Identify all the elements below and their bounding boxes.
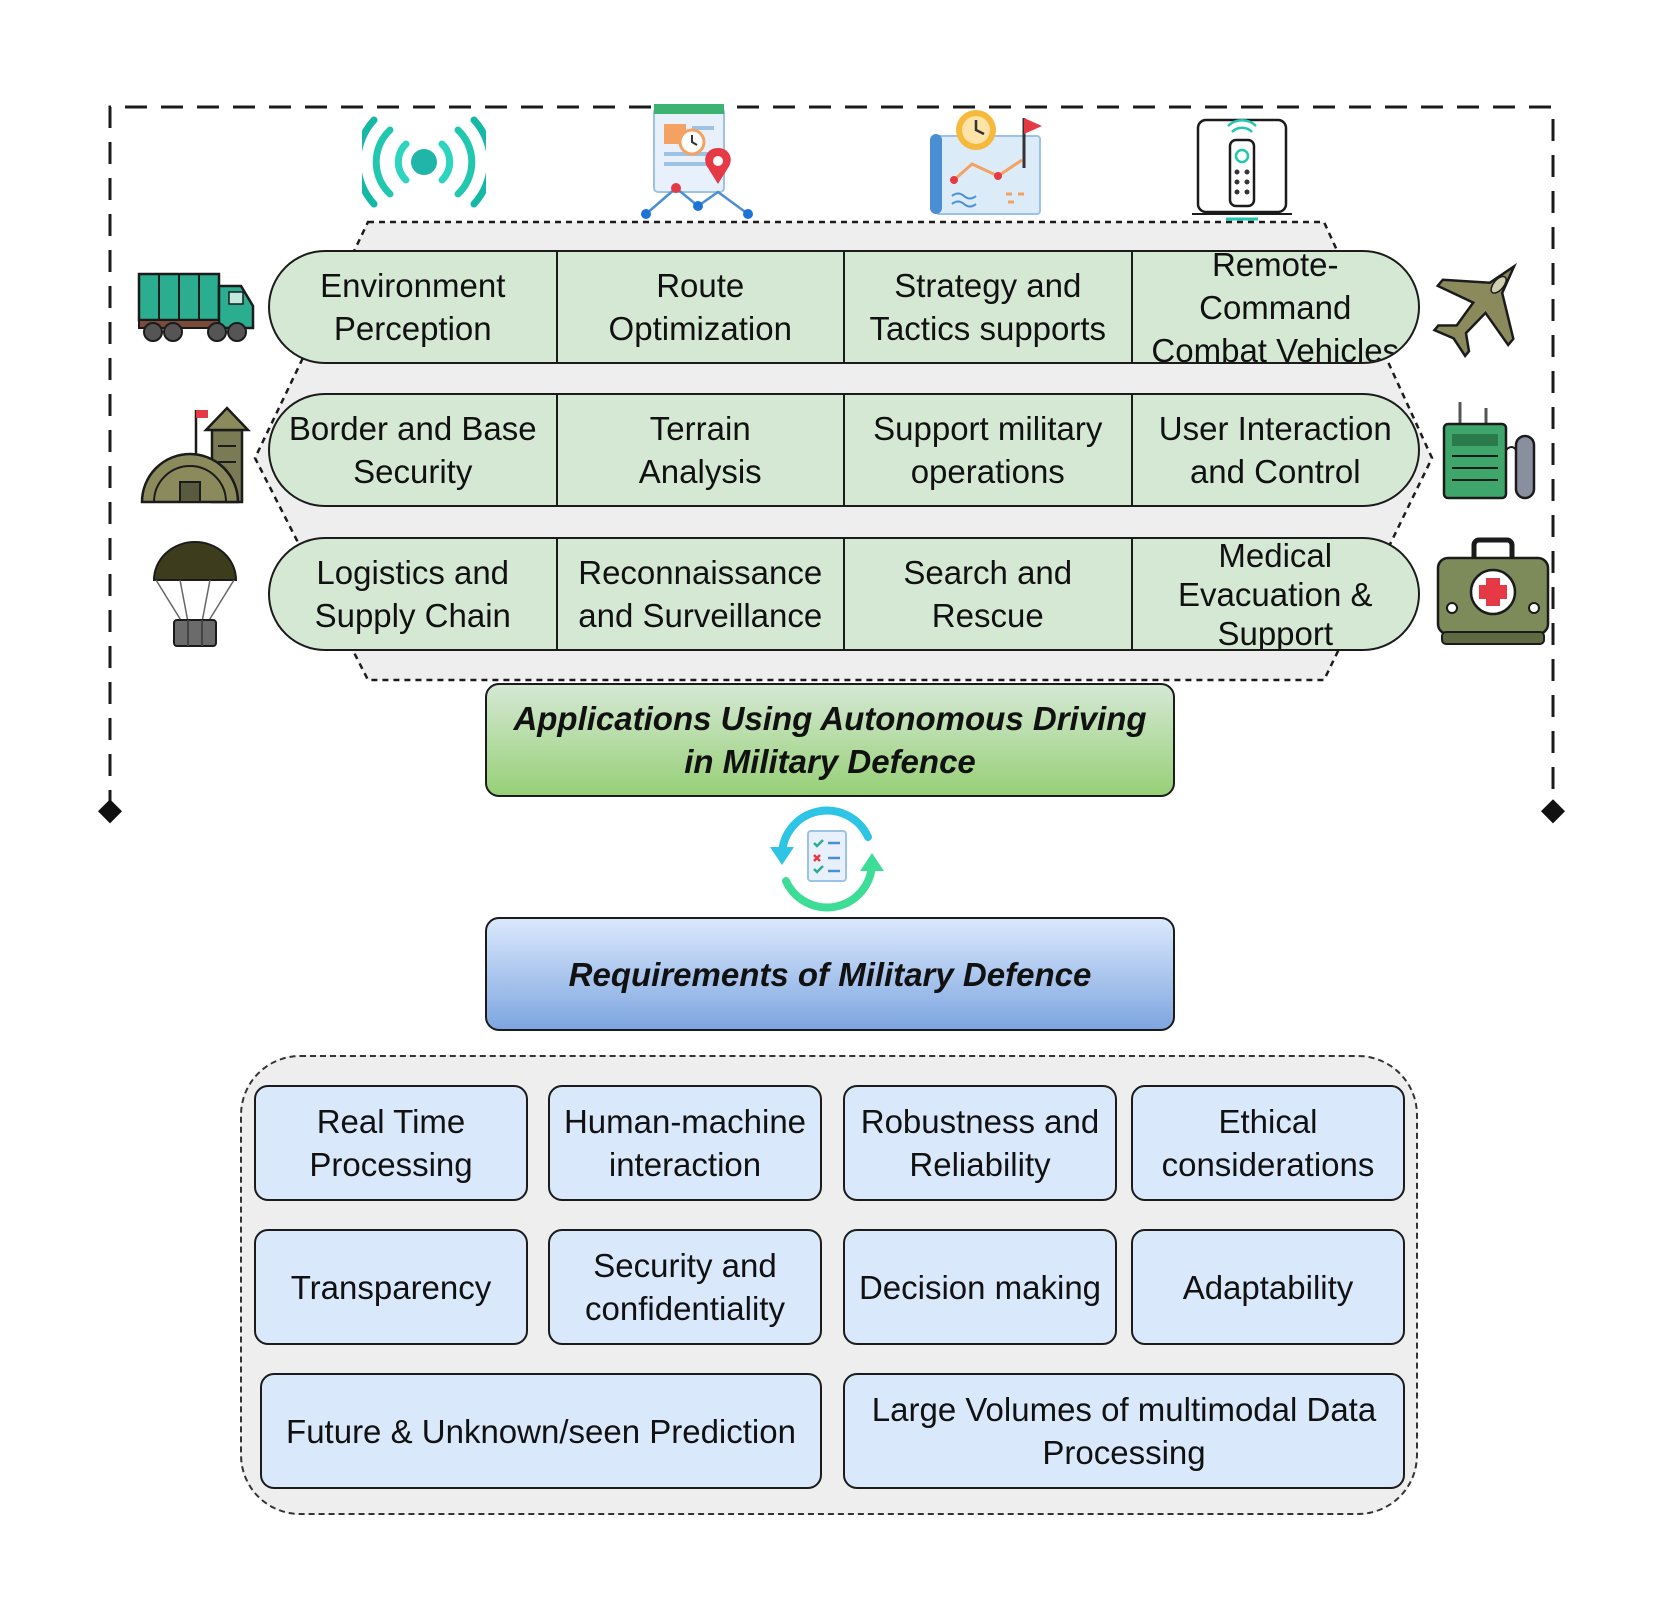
fighter-jet-icon — [1432, 262, 1517, 358]
medical-kit-icon — [1436, 537, 1550, 645]
req-real-time-processing: Real Time Processing — [254, 1085, 528, 1201]
parachute-supply-icon — [152, 541, 238, 647]
applications-row-1: Environment Perception Route Optimizatio… — [268, 250, 1420, 364]
req-robustness-reliability: Robustness and Reliability — [843, 1085, 1117, 1201]
outer-dashed-frame — [108, 105, 1555, 812]
military-base-icon — [140, 406, 251, 504]
applications-row-3: Logistics and Supply Chain Reconnaissanc… — [268, 537, 1420, 651]
app-terrain-analysis: Terrain Analysis — [558, 395, 845, 505]
req-security-confidentiality: Security and confidentiality — [548, 1229, 822, 1345]
app-remote-command: Remote-Command Combat Vehicles — [1151, 250, 1400, 364]
requirements-panel: Real Time Processing Human-machine inter… — [240, 1055, 1418, 1515]
requirements-title: Requirements of Military Defence — [485, 917, 1175, 1031]
strategy-map-icon — [930, 110, 1042, 215]
req-transparency: Transparency — [254, 1229, 528, 1345]
req-future-prediction: Future & Unknown/seen Prediction — [260, 1373, 822, 1489]
req-decision-making: Decision making — [843, 1229, 1117, 1345]
req-large-volumes-data: Large Volumes of multimodal Data Process… — [843, 1373, 1405, 1489]
frame-end-marker-right — [1540, 799, 1566, 824]
app-environment-perception: Environment Perception — [270, 252, 558, 362]
app-support-operations: Support military operations — [845, 395, 1133, 505]
req-ethical-considerations: Ethical considerations — [1131, 1085, 1405, 1201]
route-map-icon — [641, 104, 753, 219]
wireless-signal-icon — [362, 116, 486, 208]
sync-checklist-icon — [770, 806, 884, 912]
remote-control-icon — [1192, 118, 1292, 221]
military-truck-icon — [137, 272, 255, 342]
app-border-security: Border and Base Security — [270, 395, 558, 505]
app-route-optimization: Route Optimization — [558, 252, 845, 362]
app-reconnaissance: Reconnaissance and Surveillance — [558, 539, 845, 649]
app-strategy-tactics: Strategy and Tactics supports — [845, 252, 1133, 362]
req-human-machine-interaction: Human-machine interaction — [548, 1085, 822, 1201]
req-adaptability: Adaptability — [1131, 1229, 1405, 1345]
app-search-rescue: Search and Rescue — [845, 539, 1133, 649]
app-medical-evacuation: Medical Evacuation & Support — [1178, 537, 1373, 651]
app-user-interaction: User Interaction and Control — [1158, 410, 1392, 490]
applications-row-2: Border and Base Security Terrain Analysi… — [268, 393, 1420, 507]
applications-title: Applications Using Autonomous Driving in… — [485, 683, 1175, 797]
app-logistics: Logistics and Supply Chain — [270, 539, 558, 649]
frame-end-marker-left — [97, 799, 123, 824]
field-radio-icon — [1442, 402, 1536, 500]
